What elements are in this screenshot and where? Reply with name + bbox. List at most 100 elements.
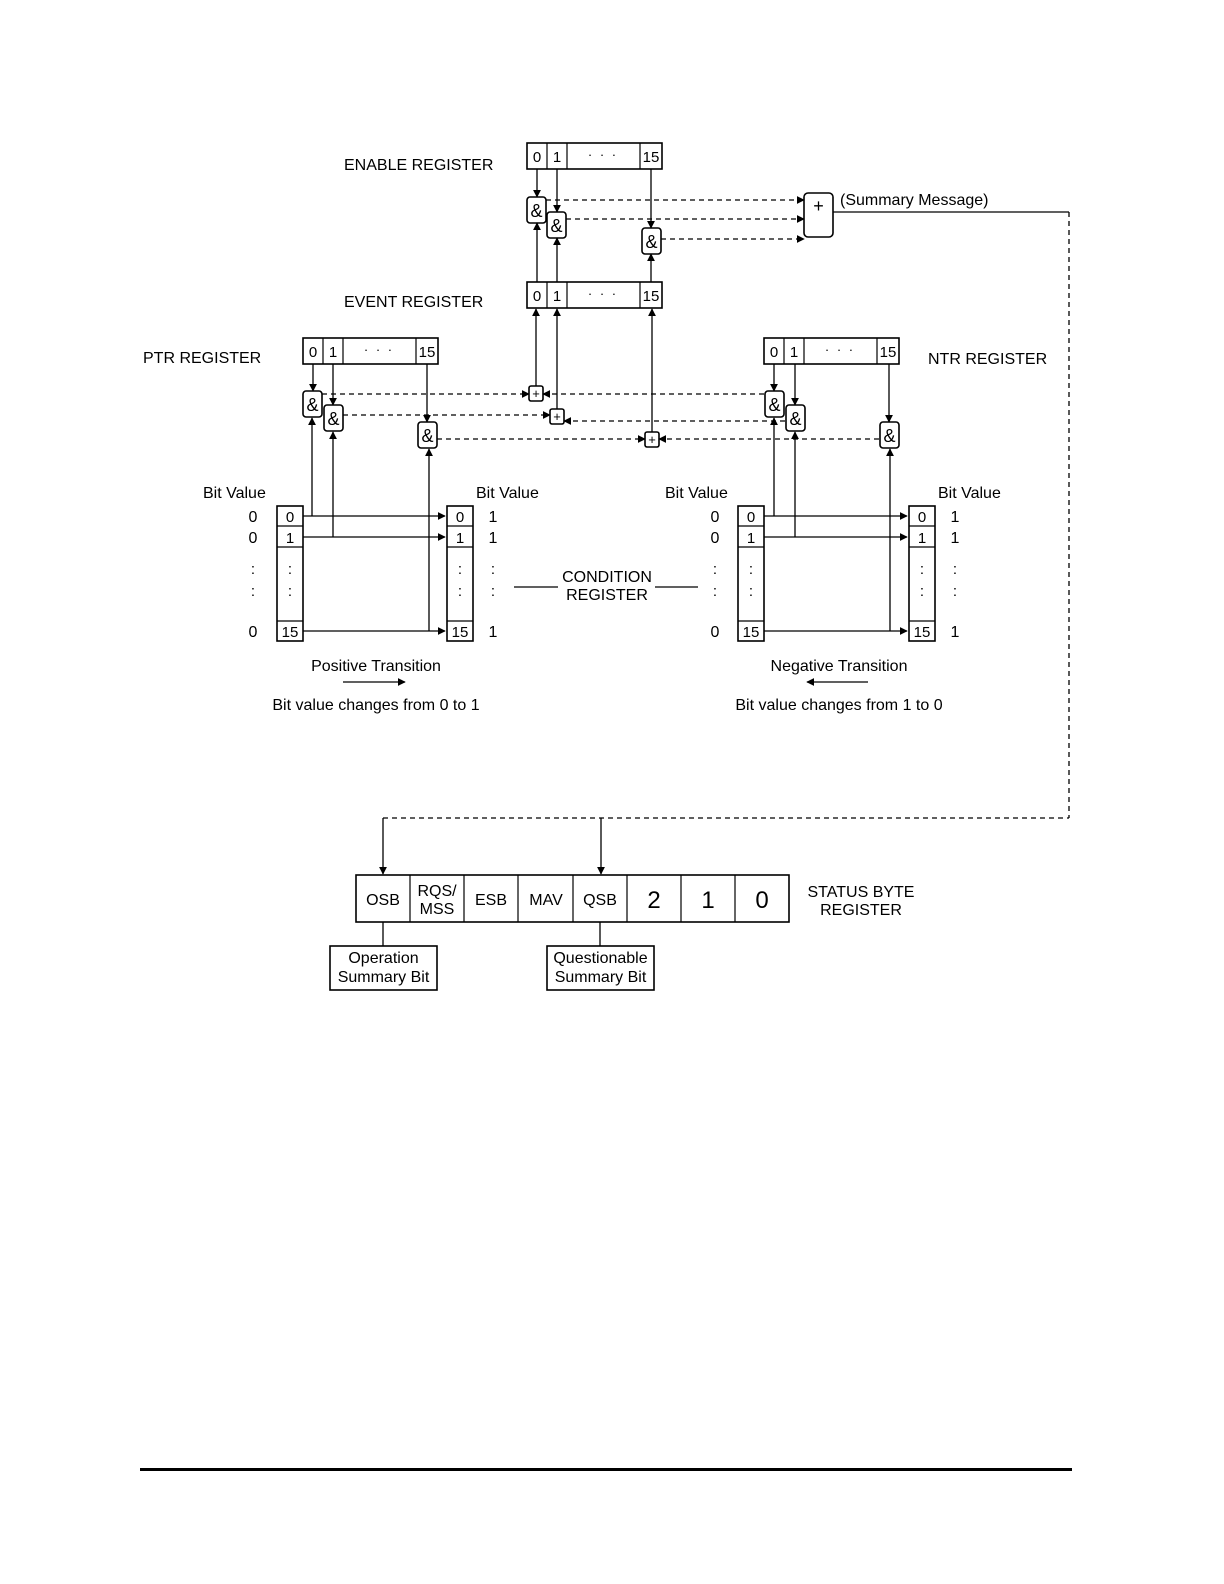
svg-text::: : — [288, 583, 292, 600]
ptr-register: 0 1 · · · 15 — [302, 337, 439, 365]
event-bit-1: 1 — [553, 288, 561, 305]
event-bit-0: 0 — [533, 288, 541, 305]
ntr-value-after-0: 1 — [951, 509, 960, 526]
svg-text:1: 1 — [918, 530, 926, 547]
status-bit-mss: MSS — [420, 901, 455, 918]
ptr-bit-1: 1 — [329, 344, 337, 361]
svg-text:&: & — [883, 426, 895, 446]
ntr-bit-value-label-after: Bit Value — [938, 485, 1001, 502]
ntr-value-before-15: 0 — [711, 624, 720, 641]
status-bit-mav: MAV — [529, 892, 563, 909]
svg-text:15: 15 — [282, 624, 299, 641]
ntr-register: 0 1 · · · 15 — [763, 337, 900, 365]
summary-or-gate: + — [803, 192, 834, 238]
svg-text:&: & — [530, 201, 542, 221]
svg-text::: : — [920, 561, 924, 578]
svg-text:+: + — [813, 196, 824, 216]
ntr-bit-15: 15 — [880, 344, 897, 361]
svg-text::: : — [920, 583, 924, 600]
svg-text::: : — [458, 561, 462, 578]
svg-text:Summary Bit: Summary Bit — [555, 969, 647, 986]
status-bit-osb: OSB — [366, 892, 400, 909]
ntr-register-label: NTR REGISTER — [928, 351, 1047, 368]
ntr-bit-value-label-before: Bit Value — [665, 485, 728, 502]
svg-text::: : — [491, 583, 495, 600]
enable-bit-0: 0 — [533, 149, 541, 166]
enable-register: 0 1 · · · 15 — [526, 142, 663, 170]
ntr-and-gate-1: & — [785, 404, 806, 432]
svg-text::: : — [749, 561, 753, 578]
ptr-condition-before: 0 1 : : 15 — [276, 505, 304, 642]
ptr-and-gate-0: & — [302, 390, 323, 418]
questionable-summary-bit-box: Questionable Summary Bit — [546, 945, 655, 991]
svg-text::: : — [491, 561, 495, 578]
enable-and-gate-0: & — [526, 196, 547, 224]
ptr-and-gate-1: & — [323, 404, 344, 432]
status-byte-register: OSB RQS/ MSS ESB MAV QSB 2 1 0 — [355, 874, 790, 923]
svg-text:&: & — [768, 395, 780, 415]
svg-text:&: & — [645, 232, 657, 252]
svg-text::: : — [288, 561, 292, 578]
ntr-value-before-0: 0 — [711, 509, 720, 526]
svg-text:+: + — [532, 386, 540, 401]
status-bit-0: 0 — [755, 887, 768, 914]
svg-text::: : — [953, 583, 957, 600]
ptr-value-after-15: 1 — [489, 624, 498, 641]
svg-text::: : — [713, 561, 717, 578]
status-byte-label-2: REGISTER — [820, 902, 902, 919]
svg-text::: : — [713, 583, 717, 600]
svg-text:1: 1 — [456, 530, 464, 547]
svg-text::: : — [251, 561, 255, 578]
ptr-value-before-1: 0 — [249, 530, 258, 547]
enable-ellipsis: · · · — [588, 147, 618, 162]
ntr-ellipsis: · · · — [825, 342, 855, 357]
status-byte-label-1: STATUS BYTE — [808, 884, 915, 901]
ntr-bit-1: 1 — [790, 344, 798, 361]
ntr-value-after-1: 1 — [951, 530, 960, 547]
operation-summary-bit-box: Operation Summary Bit — [329, 945, 438, 991]
ntr-bit-0: 0 — [770, 344, 778, 361]
ntr-value-after-15: 1 — [951, 624, 960, 641]
or-gate-bit-1: + — [549, 408, 565, 425]
ntr-value-before-1: 0 — [711, 530, 720, 547]
ptr-value-after-1: 1 — [489, 530, 498, 547]
enable-bit-1: 1 — [553, 149, 561, 166]
svg-text:&: & — [327, 409, 339, 429]
svg-text:15: 15 — [452, 624, 469, 641]
positive-transition-desc: Bit value changes from 0 to 1 — [272, 697, 479, 714]
positive-transition-label: Positive Transition — [311, 658, 441, 675]
condition-register-label-1: CONDITION — [562, 569, 652, 586]
svg-text:Questionable: Questionable — [553, 950, 647, 967]
svg-text:&: & — [306, 395, 318, 415]
svg-text:+: + — [648, 432, 656, 447]
svg-text:+: + — [553, 409, 561, 424]
svg-text::: : — [251, 583, 255, 600]
ptr-bit-15: 15 — [419, 344, 436, 361]
negative-transition-desc: Bit value changes from 1 to 0 — [735, 697, 942, 714]
ptr-and-gate-15: & — [417, 421, 438, 449]
condition-register-label-2: REGISTER — [566, 587, 648, 604]
ptr-value-before-15: 0 — [249, 624, 258, 641]
enable-and-gate-15: & — [641, 227, 662, 255]
ntr-condition-before: 0 1 : : 15 — [737, 505, 765, 642]
status-bit-2: 2 — [647, 887, 660, 914]
ptr-bit-value-label-after: Bit Value — [476, 485, 539, 502]
event-ellipsis: · · · — [588, 286, 618, 301]
ntr-and-gate-15: & — [879, 421, 900, 449]
enable-and-gate-1: & — [546, 211, 567, 239]
or-gate-bit-15: + — [644, 431, 660, 448]
svg-text:&: & — [550, 216, 562, 236]
svg-text:1: 1 — [286, 530, 294, 547]
svg-text:1: 1 — [747, 530, 755, 547]
svg-text:0: 0 — [747, 509, 755, 526]
event-bit-15: 15 — [643, 288, 660, 305]
or-gate-bit-0: + — [528, 385, 544, 402]
status-bit-qsb: QSB — [583, 892, 617, 909]
event-register: 0 1 · · · 15 — [526, 281, 663, 309]
svg-text::: : — [953, 561, 957, 578]
summary-message-label: (Summary Message) — [840, 192, 988, 209]
event-register-label: EVENT REGISTER — [344, 294, 483, 311]
ntr-and-gate-0: & — [764, 390, 785, 418]
ntr-condition-after: 0 1 : : 15 — [908, 505, 936, 642]
svg-text:0: 0 — [286, 509, 294, 526]
